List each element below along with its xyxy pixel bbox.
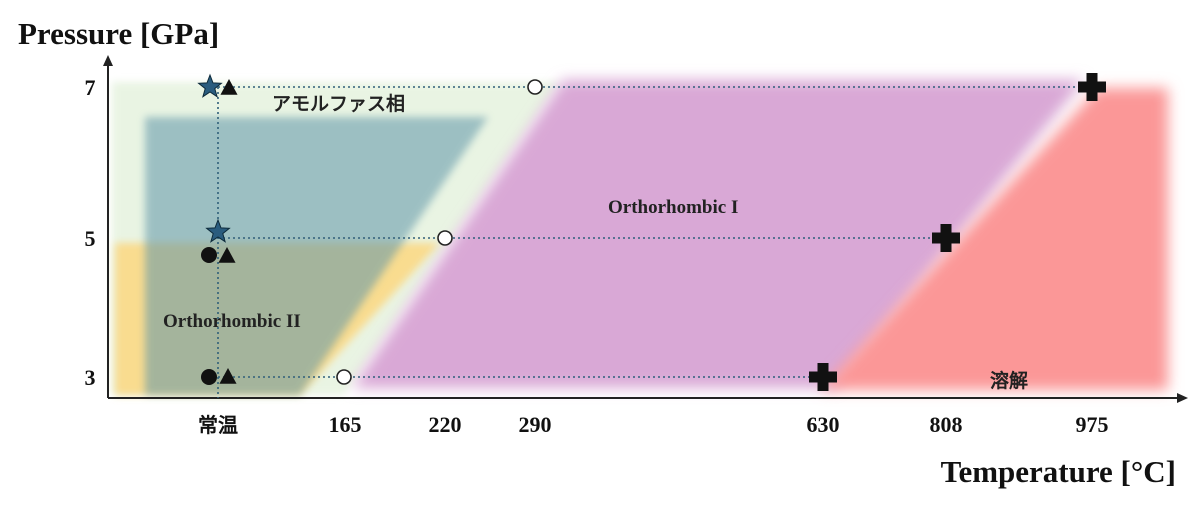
x-tick-label: 220 (429, 412, 462, 437)
x-tick-label: 290 (519, 412, 552, 437)
y-tick-label: 5 (85, 226, 96, 251)
cross-marker (809, 363, 837, 391)
cross-marker (932, 224, 960, 252)
region-label-orthorhombic-ii: Orthorhombic II (163, 311, 301, 332)
isobar-guides (217, 86, 1092, 398)
y-axis-title: Pressure [GPa] (18, 16, 219, 51)
x-tick-label: 630 (807, 412, 840, 437)
x-tick-label: 常温 (198, 413, 238, 437)
open-circle-marker (336, 369, 352, 385)
x-axis-title: Temperature [°C] (941, 454, 1176, 489)
region-amorphous-overlay (145, 117, 488, 395)
x-axis-arrow (1177, 393, 1188, 403)
star-marker (205, 218, 231, 243)
x-tick-labels: 常温 165 220 290 630 808 975 (198, 412, 1109, 437)
x-tick-label: 808 (930, 412, 963, 437)
cross-marker (1078, 73, 1106, 101)
y-tick-label: 7 (85, 75, 96, 100)
region-melt (820, 88, 1168, 390)
region-label-amorphous: アモルファス相 (272, 93, 405, 115)
axes (103, 55, 1188, 403)
region-label-orthorhombic-i: Orthorhombic I (608, 197, 738, 218)
y-axis-arrow (103, 55, 113, 66)
region-orthorhombic-i (352, 80, 1084, 388)
filled-circle-marker (201, 369, 217, 385)
x-tick-label: 975 (1076, 412, 1109, 437)
triangle-marker (220, 79, 238, 95)
open-circle-marker (527, 79, 543, 95)
y-tick-labels: 3 5 7 (85, 75, 96, 390)
triangle-marker (219, 368, 237, 384)
star-marker (197, 73, 223, 98)
region-label-melt: 溶解 (990, 369, 1028, 392)
open-circle-marker (437, 230, 453, 246)
x-tick-label: 165 (329, 412, 362, 437)
triangle-marker (218, 247, 236, 263)
y-tick-label: 3 (85, 365, 96, 390)
data-markers (197, 73, 1106, 391)
filled-circle-marker (201, 247, 217, 263)
phase-regions (112, 80, 1168, 395)
